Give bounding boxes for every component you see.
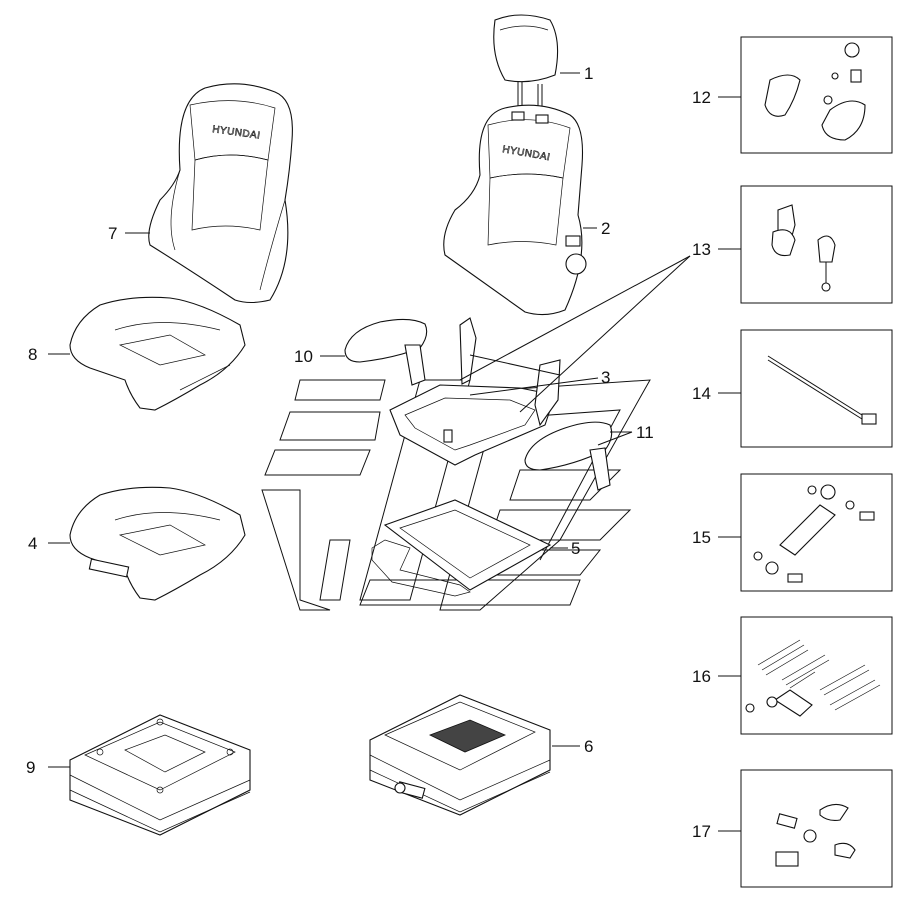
- callout-17: 17: [692, 822, 711, 841]
- detail-box-13: [740, 185, 893, 304]
- suspension-base-left: [69, 714, 251, 836]
- callout-12: 12: [692, 88, 711, 107]
- callout-5: 5: [571, 539, 580, 558]
- callout-labels: 1 2 3 4 5 6 7 8 9 10 11 12 13 14 15 16 1…: [26, 64, 711, 841]
- seat-back-cover: HYUNDAI: [148, 83, 293, 304]
- callout-6: 6: [584, 737, 593, 756]
- seat-cushion-upper: [69, 296, 246, 411]
- callout-15: 15: [692, 528, 711, 547]
- detail-box-16: [740, 616, 893, 735]
- seat-back-assembly: HYUNDAI: [443, 104, 587, 316]
- detail-box-14: [740, 329, 893, 448]
- callout-11: 11: [636, 423, 654, 442]
- callout-13: 13: [692, 240, 711, 259]
- callout-16: 16: [692, 667, 711, 686]
- headrest: [493, 14, 559, 112]
- seat-cushion-lower: [69, 486, 246, 601]
- callout-4: 4: [28, 534, 37, 553]
- armrest-left: [344, 318, 428, 386]
- slide-rail-frame: [371, 499, 552, 597]
- detail-box-12: [740, 36, 893, 154]
- callout-1: 1: [584, 64, 593, 83]
- callout-7: 7: [108, 224, 117, 243]
- detail-box-17: [740, 769, 893, 888]
- callout-2: 2: [601, 219, 610, 238]
- callout-14: 14: [692, 384, 711, 403]
- seat-frame: [389, 317, 561, 466]
- callout-10: 10: [294, 347, 313, 366]
- leader-lines: [48, 72, 741, 832]
- suspension-base-right: [369, 694, 551, 816]
- callout-8: 8: [28, 345, 37, 364]
- detail-box-15: [740, 473, 893, 592]
- armrest-right: [524, 421, 613, 491]
- callout-3: 3: [601, 368, 610, 387]
- callout-9: 9: [26, 758, 35, 777]
